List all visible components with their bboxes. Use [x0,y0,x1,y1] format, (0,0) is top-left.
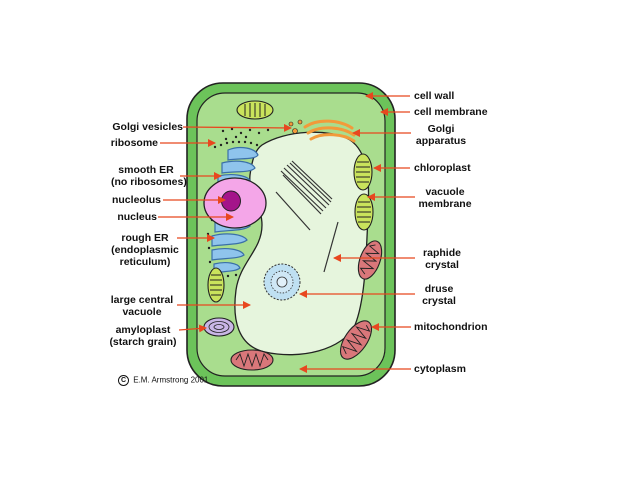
label-vacuole-membrane-line2: membrane [418,198,472,210]
label-amyloplast-line2: (starch grain) [109,336,177,348]
mitochondria [230,240,383,371]
label-vacuole-membrane-line1: vacuole [425,186,465,198]
label-druse-crystal: druse crystal [417,283,461,307]
label-large-vacuole-line1: large central [110,294,174,306]
label-vacuole-membrane: vacuole membrane [417,186,473,210]
label-cell-wall: cell wall [414,90,455,102]
chloroplasts [207,100,374,303]
label-rough-er: rough ER (endoplasmic reticulum) [110,232,180,268]
label-golgi-vesicles: Golgi vesicles [112,121,183,133]
label-raphide-line2: crystal [425,259,459,271]
label-amyloplast: amyloplast (starch grain) [108,324,178,348]
nucleolus [221,190,241,212]
copyright-notice: C E.M. Armstrong 2001 [118,375,208,386]
label-arrows [158,92,415,373]
arrow-amyloplast [178,324,207,333]
label-cell-membrane: cell membrane [414,106,488,118]
label-druse-line1: druse [424,283,454,295]
copyright-icon: C [118,375,129,386]
label-nucleus: nucleus [117,211,157,223]
smooth-er [217,146,259,186]
label-rough-er-line3: reticulum) [119,256,171,268]
druse-crystal [263,263,301,301]
label-druse-line2: crystal [422,295,456,307]
label-smooth-er: smooth ER (no ribosomes) [111,164,187,188]
label-rough-er-line1: rough ER [121,232,169,244]
label-large-central-vacuole: large central vacuole [106,294,178,318]
label-large-vacuole-line2: vacuole [122,306,162,318]
label-cytoplasm: cytoplasm [414,363,466,375]
raphide-crystals [275,160,339,273]
copyright-text: E.M. Armstrong 2001 [133,375,209,385]
label-amyloplast-line1: amyloplast [115,324,171,336]
label-golgi-line2: apparatus [415,135,467,147]
amyloplast [203,317,235,337]
label-raphide-crystal: raphide crystal [417,247,467,271]
label-golgi-apparatus: Golgi apparatus [413,123,469,147]
label-chloroplast: chloroplast [414,162,471,174]
golgi-apparatus [303,119,356,143]
label-nucleolus: nucleolus [111,194,161,206]
label-rough-er-line2: (endoplasmic [111,244,179,256]
arrow-golgi-vesicles [182,123,292,132]
label-mitochondrion: mitochondrion [414,321,488,333]
label-smooth-er-line2: (no ribosomes) [111,176,187,188]
label-raphide-line1: raphide [423,247,461,259]
label-golgi-line1: Golgi [427,123,455,135]
label-ribosome: ribosome [110,137,158,149]
label-smooth-er-line1: smooth ER [118,164,174,176]
